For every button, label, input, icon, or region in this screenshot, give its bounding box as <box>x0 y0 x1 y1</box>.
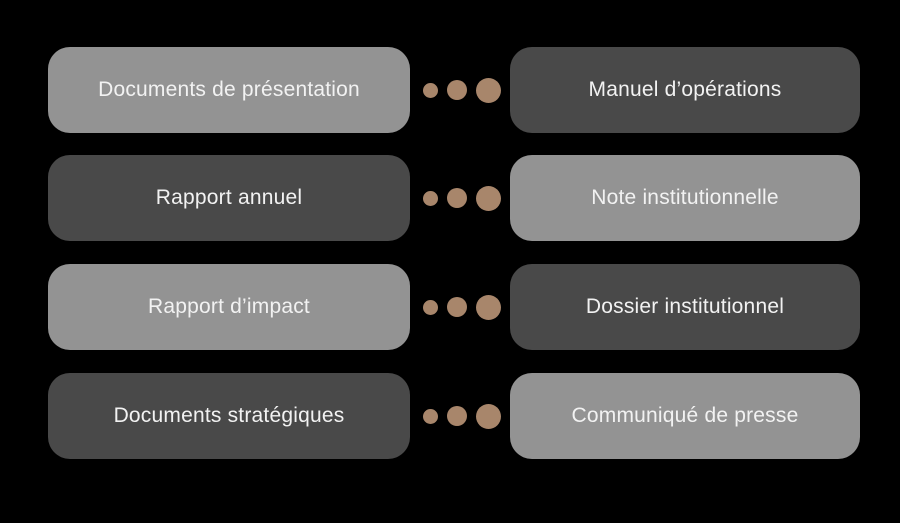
document-pill-label: Note institutionnelle <box>591 186 779 210</box>
document-pill-right[interactable]: Manuel d’opérations <box>510 47 860 133</box>
document-pill-left[interactable]: Documents de présentation <box>48 47 410 133</box>
diagram-row: Documents de présentation Manuel d’opéra… <box>0 47 900 133</box>
diagram-row: Documents stratégiques Communiqué de pre… <box>0 373 900 459</box>
connector-dot-medium-icon <box>447 80 467 100</box>
document-pill-label: Rapport annuel <box>155 186 303 210</box>
document-pill-left[interactable]: Documents stratégiques <box>48 373 410 459</box>
connector-dot-medium-icon <box>447 406 467 426</box>
connector-dot-small-icon <box>423 190 438 206</box>
document-pill-label: Communiqué de presse <box>571 404 799 428</box>
connector-dot-large-icon <box>476 294 501 320</box>
connector-dots <box>420 373 504 459</box>
document-pill-label: Manuel d’opérations <box>588 78 782 102</box>
document-pill-label: Documents de présentation <box>98 78 360 102</box>
connector-dot-large-icon <box>476 403 501 429</box>
connector-dot-small-icon <box>423 408 438 424</box>
document-pill-label: Dossier institutionnel <box>585 295 785 319</box>
connector-dot-small-icon <box>423 82 438 98</box>
connector-dot-small-icon <box>423 299 438 315</box>
document-pill-right[interactable]: Note institutionnelle <box>510 155 860 241</box>
document-pill-left[interactable]: Rapport annuel <box>48 155 410 241</box>
document-pill-label: Documents stratégiques <box>113 404 345 428</box>
connector-dot-large-icon <box>476 185 501 211</box>
diagram-row: Rapport annuel Note institutionnelle <box>0 155 900 241</box>
connector-dot-medium-icon <box>447 188 467 208</box>
connector-dot-large-icon <box>476 77 501 103</box>
document-pill-right[interactable]: Dossier institutionnel <box>510 264 860 350</box>
document-pill-left[interactable]: Rapport d’impact <box>48 264 410 350</box>
connector-dot-medium-icon <box>447 297 467 317</box>
diagram-row: Rapport d’impact Dossier institutionnel <box>0 264 900 350</box>
connector-dots <box>420 47 504 133</box>
connector-dots <box>420 264 504 350</box>
document-pill-label: Rapport d’impact <box>148 295 310 319</box>
connector-dots <box>420 155 504 241</box>
document-pill-right[interactable]: Communiqué de presse <box>510 373 860 459</box>
